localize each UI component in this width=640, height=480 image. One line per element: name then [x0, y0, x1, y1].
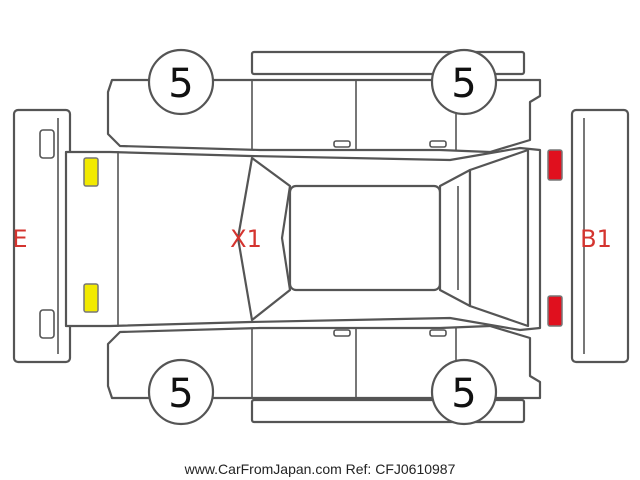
car-body-top-view [64, 146, 542, 332]
taillight-marker-lower [547, 295, 563, 327]
tire-front-right-grade: 5 [168, 371, 193, 417]
headlight-marker-lower [83, 283, 99, 313]
tire-rear-right-grade: 5 [451, 371, 476, 417]
tire-front-right: 5 [147, 358, 215, 426]
taillight-marker-upper [547, 149, 563, 181]
tire-front-left: 5 [147, 48, 215, 116]
headlight-marker-upper [83, 157, 99, 187]
roof-damage-label: X1 [230, 225, 262, 253]
tire-rear-right: 5 [430, 358, 498, 426]
tire-front-left-grade: 5 [168, 61, 193, 107]
tire-rear-left-grade: 5 [451, 61, 476, 107]
rear-damage-label: B1 [580, 225, 612, 253]
tire-rear-left: 5 [430, 48, 498, 116]
front-damage-label: E [12, 225, 27, 253]
rear-bumper [570, 108, 630, 364]
watermark-text: www.CarFromJapan.com Ref: CFJ0610987 [184, 461, 456, 477]
